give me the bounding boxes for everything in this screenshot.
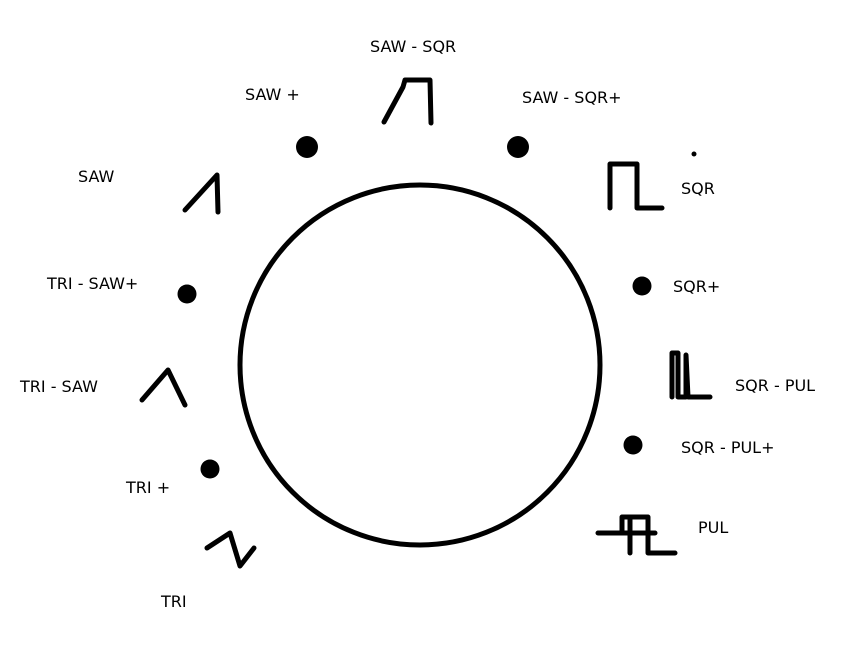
position-dot bbox=[507, 136, 529, 158]
square-wave-icon bbox=[607, 161, 665, 211]
position-label-tri: TRI bbox=[160, 592, 187, 611]
position-label-tri-saw: TRI - SAW bbox=[19, 377, 98, 396]
position-label-saw: SAW bbox=[78, 167, 115, 186]
position-dot bbox=[200, 459, 220, 479]
pulse-wave-icon bbox=[595, 514, 678, 556]
saw-square-wave-icon bbox=[381, 77, 434, 126]
position-label-sqr-pul: SQR - PUL bbox=[735, 376, 815, 395]
square-pulse-wave-icon bbox=[669, 350, 713, 400]
position-dot bbox=[177, 284, 197, 304]
position-label-sqr-pul-plus: SQR - PUL+ bbox=[681, 438, 775, 457]
stray-mark bbox=[691, 151, 697, 157]
saw-wave-icon bbox=[182, 172, 221, 215]
knob-circle bbox=[237, 182, 603, 548]
tri-saw-wave-icon bbox=[139, 367, 188, 408]
triangle-wave-icon bbox=[204, 530, 257, 569]
position-dot bbox=[623, 435, 643, 455]
position-label-saw-sqr-plus: SAW - SQR+ bbox=[522, 88, 622, 107]
position-dot bbox=[296, 136, 318, 158]
position-dot bbox=[632, 276, 652, 296]
position-label-tri-plus: TRI + bbox=[125, 478, 170, 497]
position-label-sqr-plus: SQR+ bbox=[673, 277, 720, 296]
position-label-tri-saw-plus: TRI - SAW+ bbox=[46, 274, 138, 293]
position-label-sqr: SQR bbox=[681, 179, 715, 198]
position-label-saw-plus: SAW + bbox=[245, 85, 300, 104]
position-label-pul: PUL bbox=[698, 518, 728, 537]
position-label-saw-sqr: SAW - SQR bbox=[370, 37, 456, 56]
